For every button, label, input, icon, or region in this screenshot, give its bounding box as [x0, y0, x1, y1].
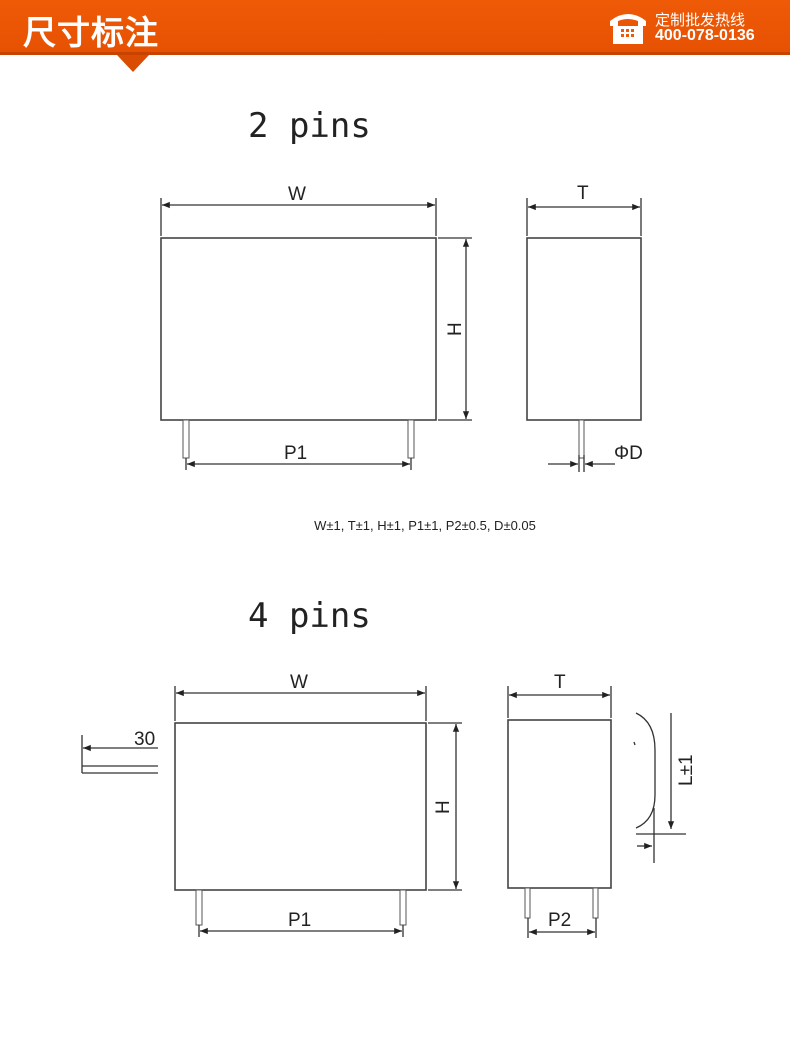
lead-bend-detail: L±1 — [633, 712, 697, 863]
l-label: L±1 — [676, 754, 697, 786]
section-title: 尺寸标注 — [23, 13, 159, 52]
h-label: H — [445, 322, 466, 336]
hotline: 定制批发热线 400-078-0136 — [608, 9, 755, 50]
two-pins-title: 2 pins — [248, 106, 371, 146]
header-banner: 尺寸标注 定制批发热线 400-078-0136 — [0, 0, 790, 55]
four-pins-side-view: T P2 — [507, 672, 612, 938]
tolerance-note: W±1, T±1, H±1, P1±1, P2±0.5, D±0.05 — [314, 518, 536, 533]
two-pins-front-view: W H P1 — [160, 184, 472, 470]
p2-label: P2 — [548, 910, 571, 931]
four-pins-front-view: W H P1 — [174, 672, 462, 937]
lead-length-label: 30 — [134, 729, 155, 750]
header-pointer — [117, 55, 149, 72]
two-pins-side-view: T ΦD — [526, 183, 643, 472]
four-pins-lead-detail: 30 — [81, 729, 158, 774]
w-label: W — [288, 184, 306, 205]
h-label: H — [433, 800, 454, 814]
p1-label: P1 — [284, 443, 307, 464]
t-label: T — [577, 183, 589, 204]
p1-label: P1 — [288, 910, 311, 931]
four-pins-title: 4 pins — [248, 596, 371, 636]
hotline-number: 400-078-0136 — [655, 27, 755, 44]
phone-icon — [610, 14, 646, 44]
w-label: W — [290, 672, 308, 693]
d-label: ΦD — [614, 443, 643, 464]
t-label: T — [554, 672, 566, 693]
hotline-label: 定制批发热线 — [655, 11, 746, 29]
